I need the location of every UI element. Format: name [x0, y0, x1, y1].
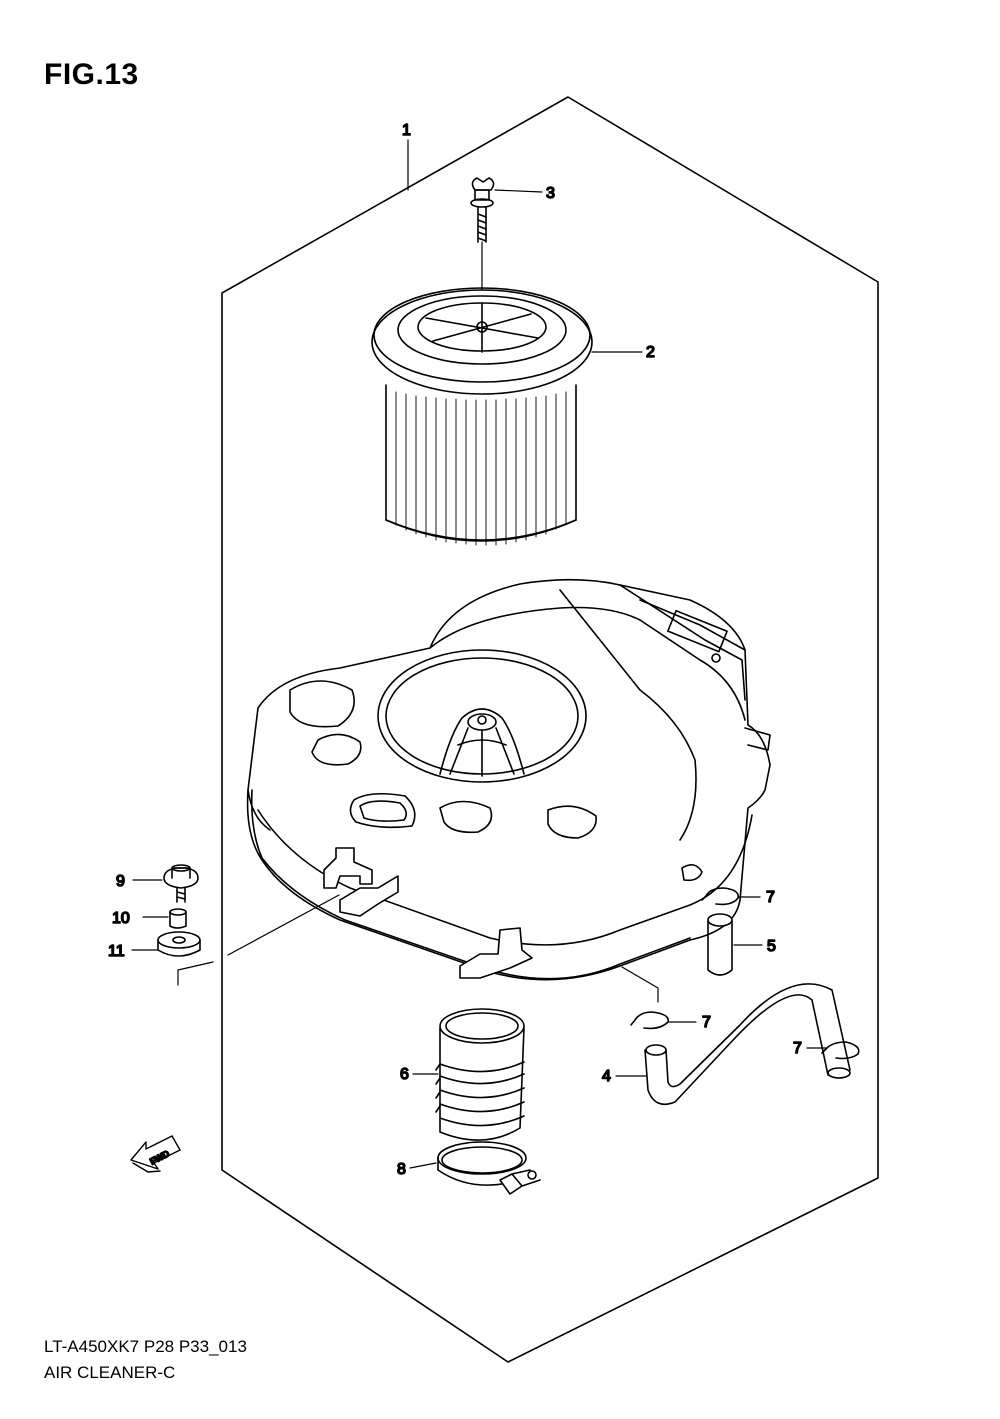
figure-title: FIG.13: [44, 58, 139, 91]
callout-5: 5: [767, 938, 776, 955]
air-cleaner-case-part: [246, 578, 771, 981]
callout-4: 4: [602, 1068, 611, 1085]
callout-2: 2: [646, 344, 655, 361]
callout-9: 9: [116, 873, 125, 890]
callout-7a: 7: [766, 889, 775, 906]
hose-clip-part: [630, 887, 860, 1060]
model-code: LT-A450XK7 P28 P33_013: [44, 1337, 247, 1356]
callout-11: 11: [108, 943, 125, 960]
callout-6: 6: [400, 1066, 409, 1083]
callout-7b: 7: [702, 1014, 711, 1031]
assembly-boundary: [221, 96, 879, 1363]
forward-arrow-icon: FWD: [130, 1135, 181, 1173]
hose-clamp-part: [437, 1141, 541, 1195]
mounting-hardware-part: [157, 864, 201, 957]
callout-3: 3: [546, 185, 555, 202]
section-name: AIR CLEANER-C: [44, 1363, 176, 1382]
leader-lines: [131, 139, 827, 1169]
callout-7c: 7: [793, 1040, 802, 1057]
short-hose-part: [707, 913, 733, 976]
drain-hose-part: [644, 983, 851, 1106]
callout-8: 8: [397, 1161, 406, 1178]
callout-10: 10: [112, 910, 130, 927]
intake-joint-part: [435, 1008, 525, 1141]
air-filter-element-part: [371, 287, 593, 546]
callout-1: 1: [402, 122, 411, 139]
